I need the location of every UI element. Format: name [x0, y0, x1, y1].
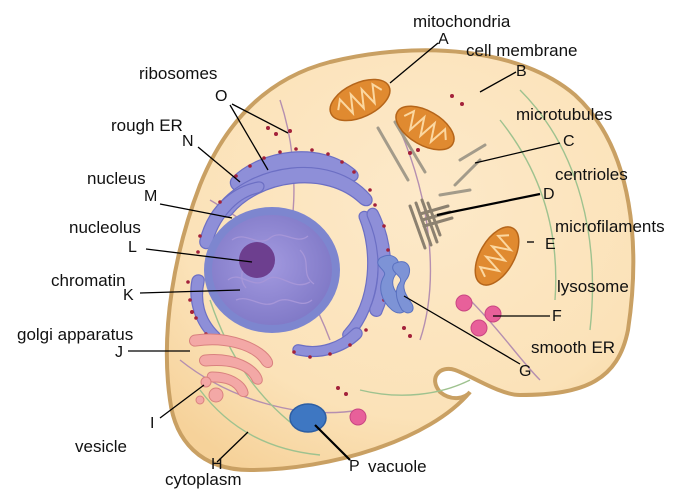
letter-a: A — [438, 31, 449, 48]
label-mitochondria: mitochondria — [413, 12, 511, 31]
lysosome-shapes — [349, 294, 502, 426]
letter-j: J — [115, 344, 123, 361]
label-vesicle: vesicle — [75, 437, 127, 456]
label-chromatin: chromatin — [51, 271, 126, 290]
microtubule-shapes — [376, 120, 487, 197]
label-centrioles: centrioles — [555, 165, 628, 184]
label-rough-er: rough ER — [111, 116, 183, 135]
letter-e: E — [545, 236, 556, 253]
letter-h: H — [211, 456, 223, 473]
letter-m: M — [144, 188, 157, 205]
golgi-apparatus-shape — [189, 333, 274, 405]
label-microtubules: microtubules — [516, 105, 612, 124]
label-lysosome: lysosome — [557, 277, 629, 296]
letter-d: D — [543, 186, 555, 203]
label-vacuole: vacuole — [368, 457, 427, 476]
label-nucleus: nucleus — [87, 169, 146, 188]
label-cytoplasm: cytoplasm — [165, 470, 242, 489]
label-cell-membrane: cell membrane — [466, 41, 578, 60]
centriole-shapes — [408, 198, 454, 250]
letter-o: O — [215, 88, 227, 105]
letter-f: F — [552, 308, 562, 325]
letter-b: B — [516, 63, 527, 80]
letter-l: L — [128, 239, 137, 256]
letter-k: K — [123, 287, 134, 304]
letter-i: I — [150, 415, 154, 432]
label-nucleolus: nucleolus — [69, 218, 141, 237]
smooth-er-shape — [377, 254, 414, 314]
letter-p: P — [349, 458, 360, 475]
ribosome-dots — [186, 94, 464, 396]
vacuole-shape — [289, 403, 327, 433]
letter-g: G — [519, 363, 531, 380]
label-smooth-er: smooth ER — [531, 338, 615, 357]
label-microfilaments: microfilaments — [555, 217, 665, 236]
letter-c: C — [563, 133, 575, 150]
letter-n: N — [182, 133, 194, 150]
mitochondria-shapes — [329, 78, 520, 286]
leader-lines — [128, 42, 561, 463]
label-golgi-apparatus: golgi apparatus — [17, 325, 133, 344]
label-ribosomes: ribosomes — [139, 64, 217, 83]
nucleus-shape — [204, 207, 340, 333]
